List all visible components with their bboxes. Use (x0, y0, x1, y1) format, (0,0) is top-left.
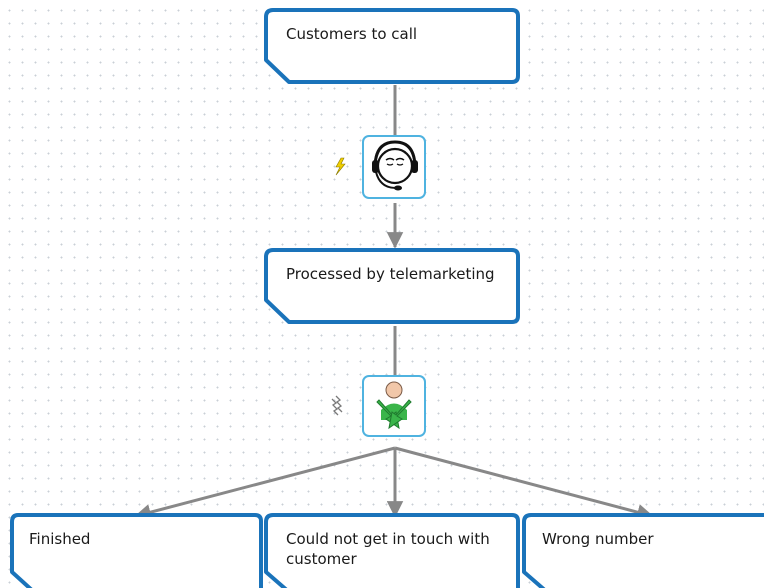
node-label-processed-by-telemarketing: Processed by telemarketing (286, 265, 495, 283)
node-could-not-get-in-touch[interactable] (264, 513, 520, 588)
connector-split-to-wrong-number (394, 446, 654, 521)
node-finished[interactable] (10, 513, 263, 588)
node-label-could-not-get-in-touch: Could not get in touch with customer (286, 530, 490, 568)
headset-icon (372, 140, 418, 191)
node-wrong-number[interactable] (522, 513, 764, 588)
connectors (134, 85, 654, 521)
node-customers-to-call[interactable] (264, 8, 520, 84)
node-label-finished: Finished (29, 530, 91, 548)
person-split-arrows-icon (376, 381, 412, 430)
node-label-customers-to-call: Customers to call (286, 25, 418, 43)
activity-telemarketing-call[interactable] (335, 135, 426, 199)
node-processed-by-telemarketing[interactable] (264, 248, 520, 324)
zigzag-icon (331, 395, 343, 416)
connector-split-to-finished (134, 446, 396, 521)
lightning-icon (335, 157, 346, 176)
node-label-wrong-number: Wrong number (542, 530, 654, 548)
activity-decision-split[interactable] (331, 375, 426, 437)
